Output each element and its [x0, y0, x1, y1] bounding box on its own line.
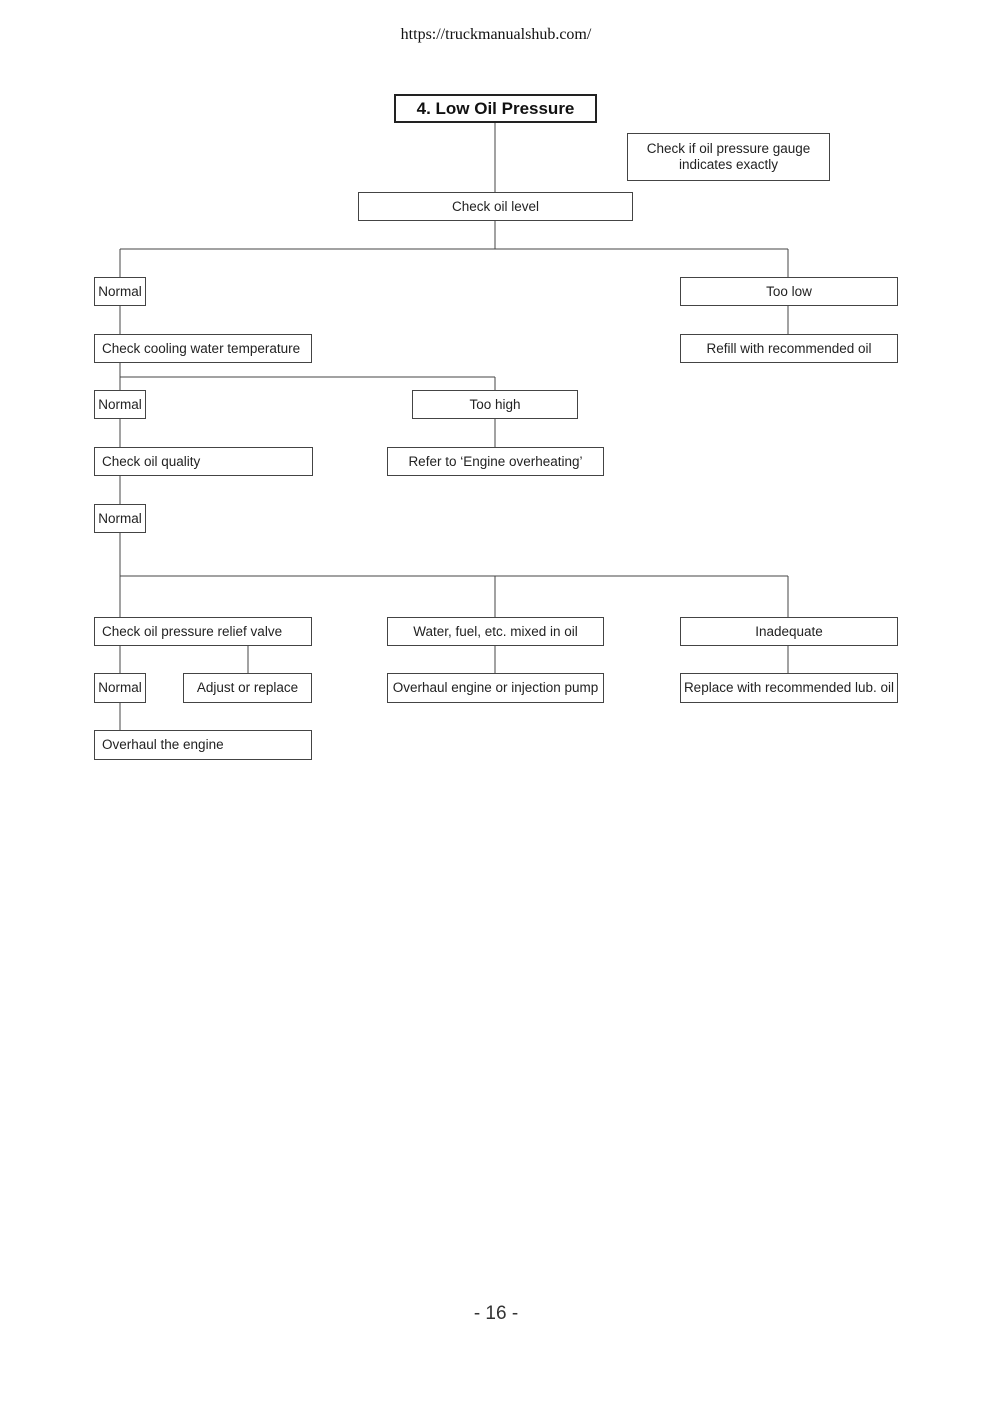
node-water-fuel-mixed: Water, fuel, etc. mixed in oil	[387, 617, 604, 646]
node-normal-3: Normal	[94, 504, 146, 533]
node-normal-4: Normal	[94, 673, 146, 703]
node-too-high: Too high	[412, 390, 578, 419]
node-check-oil-quality: Check oil quality	[94, 447, 313, 476]
node-check-oil-level: Check oil level	[358, 192, 633, 221]
node-normal-1: Normal	[94, 277, 146, 306]
node-gauge-check: Check if oil pressure gauge indicates ex…	[627, 133, 830, 181]
page-number: - 16 -	[473, 1303, 519, 1324]
diagram-title: 4. Low Oil Pressure	[394, 94, 597, 123]
node-too-low: Too low	[680, 277, 898, 306]
node-normal-2: Normal	[94, 390, 146, 419]
node-check-relief-valve: Check oil pressure relief valve	[94, 617, 312, 646]
node-overhaul-engine: Overhaul the engine	[94, 730, 312, 760]
header-url: https://truckmanualshub.com/	[400, 26, 592, 43]
node-overhaul-engine-pump: Overhaul engine or injection pump	[387, 673, 604, 703]
node-replace-lub-oil: Replace with recommended lub. oil	[680, 673, 898, 703]
node-adjust-replace: Adjust or replace	[183, 673, 312, 703]
node-refill-oil: Refill with recommended oil	[680, 334, 898, 363]
node-inadequate: Inadequate	[680, 617, 898, 646]
node-refer-overheating: Refer to ‘Engine overheating’	[387, 447, 604, 476]
node-check-cooling-water: Check cooling water temperature	[94, 334, 312, 363]
